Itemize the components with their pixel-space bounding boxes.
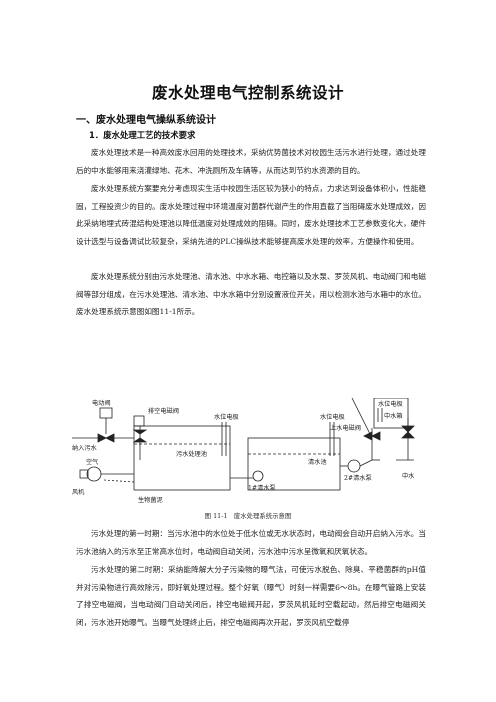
clear-pool xyxy=(247,437,341,491)
label-vent-valve: 排空电磁阀 xyxy=(148,407,179,415)
paragraph-4: 污水处理的第一时期：当污水池中的水位处于低水位或无水状态时，电动阀会自动开启纳入… xyxy=(76,529,426,556)
section-heading: 一、废水处理电气操纵系统设计 xyxy=(76,115,216,126)
label-upper-valve: 上水电磁阀 xyxy=(330,424,361,432)
motor-valve-icon xyxy=(97,433,115,443)
system-diagram: 电动阀 排空电磁阀 纳入污水 空气 风机 生物菌泥 污水处理池 水位电极 水位电… xyxy=(72,398,426,506)
label-clear-pool: 清水池 xyxy=(308,458,327,466)
label-pump-1: 1#清水泵 xyxy=(248,484,276,492)
label-fan: 风机 xyxy=(72,488,85,496)
label-pump-2: 2#清水泵 xyxy=(344,474,372,482)
paragraph-5: 污水处理的第二时期：采纳能降解大分子污染物的曝气法，可使污水脱色、除臭、平稳菌群… xyxy=(76,565,426,627)
label-reclaim-tank: 中水箱 xyxy=(384,412,403,420)
paragraph-2: 废水处理系统方案要充分考虑现实生活中校园生活区较为狭小的特点，力求达到设备体积小… xyxy=(76,184,426,246)
pump-2-icon xyxy=(347,459,361,473)
vent-valve-box xyxy=(133,415,145,427)
label-motor-valve: 电动阀 xyxy=(92,399,111,407)
label-air: 空气 xyxy=(86,458,98,466)
label-level-3: 水位电极 xyxy=(378,400,403,408)
label-level-2: 水位电极 xyxy=(320,413,345,421)
label-level-1: 水位电极 xyxy=(214,413,239,421)
pump-1-icon xyxy=(252,470,264,482)
label-inlet: 纳入污水 xyxy=(72,444,98,452)
fan-icon xyxy=(86,466,102,482)
outlet-valve-icon xyxy=(401,425,415,439)
upper-valve-line xyxy=(351,398,373,439)
figure-caption: 图 11-1 废水处理系统示意图 xyxy=(204,512,292,520)
label-reclaim-out: 中水 xyxy=(402,472,415,480)
paragraph-1: 废水处理技术是一种高效废水回用的处理技术，采纳优势菌技术对校园生活污水进行处理，… xyxy=(76,148,426,175)
subsection-heading: 1．废水处理工艺的技术要求 xyxy=(89,130,196,140)
doc-title: 废水处理电气控制系统设计 xyxy=(151,84,344,102)
label-sewage-pool: 污水处理池 xyxy=(176,450,207,458)
sewage-pool xyxy=(133,425,231,491)
motor-valve-box xyxy=(99,407,113,419)
reclaim-water-tank xyxy=(373,398,409,429)
label-sludge: 生物菌泥 xyxy=(138,496,163,504)
paragraph-3: 废水处理系统分别由污水处理池、清水池、中水水箱、电控箱以及水泵、罗茨风机、电动阀… xyxy=(76,272,426,317)
